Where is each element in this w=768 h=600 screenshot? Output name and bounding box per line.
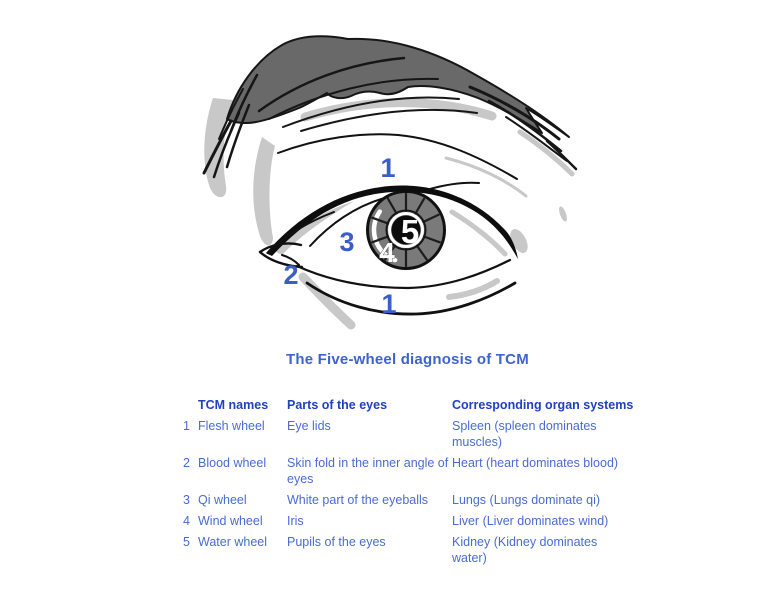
header-organs: Corresponding organ systems	[452, 398, 634, 412]
cell-organ-system: Heart (heart dominates blood)	[452, 456, 619, 470]
cell-organ-system: Spleen (spleen dominates muscles)	[452, 419, 597, 449]
pupil-white-ring	[388, 212, 424, 248]
crease-side-shadow	[444, 156, 528, 198]
cell-tcm-name: Flesh wheel	[198, 419, 265, 433]
cell-eye-part: Eye lids	[287, 419, 331, 433]
header-parts: Parts of the eyes	[287, 398, 388, 412]
eyebrow	[202, 35, 578, 179]
eyebrow-hair-strokes	[202, 56, 578, 179]
pupil-outer-ring	[385, 209, 427, 251]
label-pupil: 5	[401, 213, 419, 250]
upper-eyelid-accent-line	[429, 181, 480, 190]
row-number: 2	[183, 456, 190, 470]
label-lower-eyelid: 1	[381, 289, 396, 319]
eyebrow-fill	[226, 35, 570, 138]
header-spacer	[182, 397, 198, 413]
eye-diagram: 1 2 3 4 5 1	[202, 35, 578, 330]
tcm-table: TCM names Parts of the eyes Correspondin…	[182, 397, 634, 566]
cell-tcm-name: Blood wheel	[198, 456, 267, 470]
label-inner-corner: 2	[283, 260, 298, 290]
upper-eyelid-fold-line	[309, 196, 389, 247]
under-brow-shadow	[300, 98, 497, 122]
cell-eye-part: Iris	[287, 514, 304, 528]
cell-eye-part: Pupils of the eyes	[287, 535, 386, 549]
row-number: 4	[183, 514, 190, 528]
cell-eye-part: White part of the eyeballs	[287, 493, 429, 507]
cell-organ-system: Liver (Liver dominates wind)	[452, 514, 609, 528]
row-number: 5	[183, 535, 190, 549]
lower-crease-line	[305, 281, 517, 316]
under-crease-shadow	[446, 278, 500, 300]
nose-side-shadow	[253, 137, 275, 246]
cell-organ-system: Lungs (Lungs dominate qi)	[452, 493, 601, 507]
cell-tcm-name: Qi wheel	[198, 493, 247, 507]
header-tcm-names: TCM names	[198, 398, 269, 412]
iris-spokes	[371, 192, 441, 268]
upper-crease-line	[277, 133, 518, 180]
diagram-title: The Five-wheel diagnosis of TCM	[286, 351, 529, 368]
cell-tcm-name: Wind wheel	[198, 514, 263, 528]
cell-organ-system: Kidney (Kidney dominates water)	[452, 535, 598, 565]
cell-tcm-name: Water wheel	[198, 535, 268, 549]
cell-eye-part: Skin fold in the inner angle of eyes	[287, 456, 449, 486]
outer-corner-shadow-small	[559, 206, 567, 222]
label-upper-eyelid: 1	[380, 153, 395, 183]
pupil	[391, 215, 421, 245]
upper-eyelid-gray-band	[272, 201, 354, 255]
row-number: 1	[183, 419, 190, 433]
label-sclera: 3	[339, 227, 354, 257]
brow-tail-shadow	[517, 129, 575, 177]
upper-eyelid-stroke	[266, 185, 518, 259]
upper-eyelid-gray-band-right	[449, 209, 508, 257]
iris-highlight-crescent	[371, 209, 398, 263]
row-number: 3	[183, 493, 190, 507]
lower-eyelid-line	[295, 258, 512, 290]
label-iris: 4	[379, 237, 395, 268]
